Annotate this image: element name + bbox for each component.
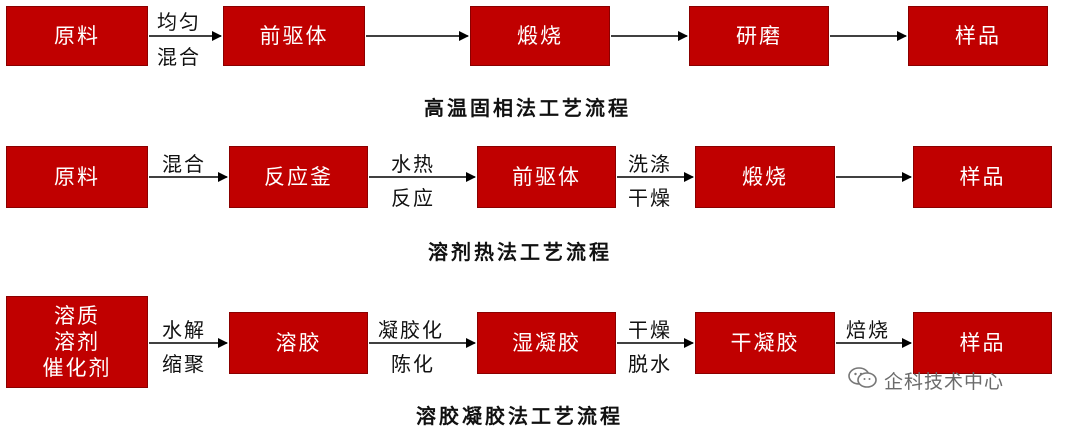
r3-input-solvent: 溶剂 [54, 329, 100, 354]
r3-inputs-lines: 溶质 溶剂 催化剂 [43, 303, 112, 382]
r2-label-2a: 水热 [391, 152, 435, 176]
r3-box-sol: 溶胶 [229, 312, 368, 374]
r2-caption: 溶剂热法工艺流程 [428, 240, 612, 264]
watermark: 企科技术中心 [848, 366, 1004, 395]
r3-label-2a: 凝胶化 [378, 318, 444, 342]
r2-label-3a: 洗涤 [628, 152, 672, 176]
r2-label-3b: 干燥 [628, 186, 672, 210]
r2-label-1a: 混合 [162, 152, 206, 176]
r3-box-xerogel: 干凝胶 [695, 312, 835, 374]
watermark-text: 企科技术中心 [884, 371, 1005, 393]
r1-box-sample: 样品 [908, 6, 1048, 66]
r2-box-raw: 原料 [6, 146, 148, 208]
r1-box-precursor: 前驱体 [223, 6, 365, 66]
r3-box-inputs: 溶质 溶剂 催化剂 [6, 296, 148, 388]
r2-box-sample: 样品 [913, 146, 1052, 208]
r3-caption: 溶胶凝胶法工艺流程 [416, 404, 623, 428]
r3-label-3a: 干燥 [628, 318, 672, 342]
r3-box-sample: 样品 [913, 312, 1052, 374]
r3-label-1a: 水解 [162, 318, 206, 342]
r3-label-4a: 焙烧 [846, 318, 890, 342]
r2-box-autoclave: 反应釜 [229, 146, 368, 208]
r3-label-2b: 陈化 [391, 352, 435, 376]
r3-label-1b: 缩聚 [162, 352, 206, 376]
r1-label-1b: 混合 [157, 45, 201, 69]
r2-box-precursor: 前驱体 [477, 146, 616, 208]
r3-input-catalyst: 催化剂 [42, 356, 112, 381]
wechat-icon [848, 366, 878, 395]
r1-caption: 高温固相法工艺流程 [424, 96, 631, 120]
r3-box-wet-gel: 湿凝胶 [477, 312, 616, 374]
r1-label-1a: 均匀 [157, 10, 201, 34]
r1-box-raw: 原料 [6, 6, 148, 66]
r3-label-3b: 脱水 [628, 352, 672, 376]
r2-box-calcine: 煅烧 [695, 146, 835, 208]
r2-label-2b: 反应 [391, 186, 435, 210]
r3-input-solute: 溶质 [54, 303, 100, 328]
r1-box-grind: 研磨 [689, 6, 829, 66]
r1-box-calcine: 煅烧 [470, 6, 610, 66]
